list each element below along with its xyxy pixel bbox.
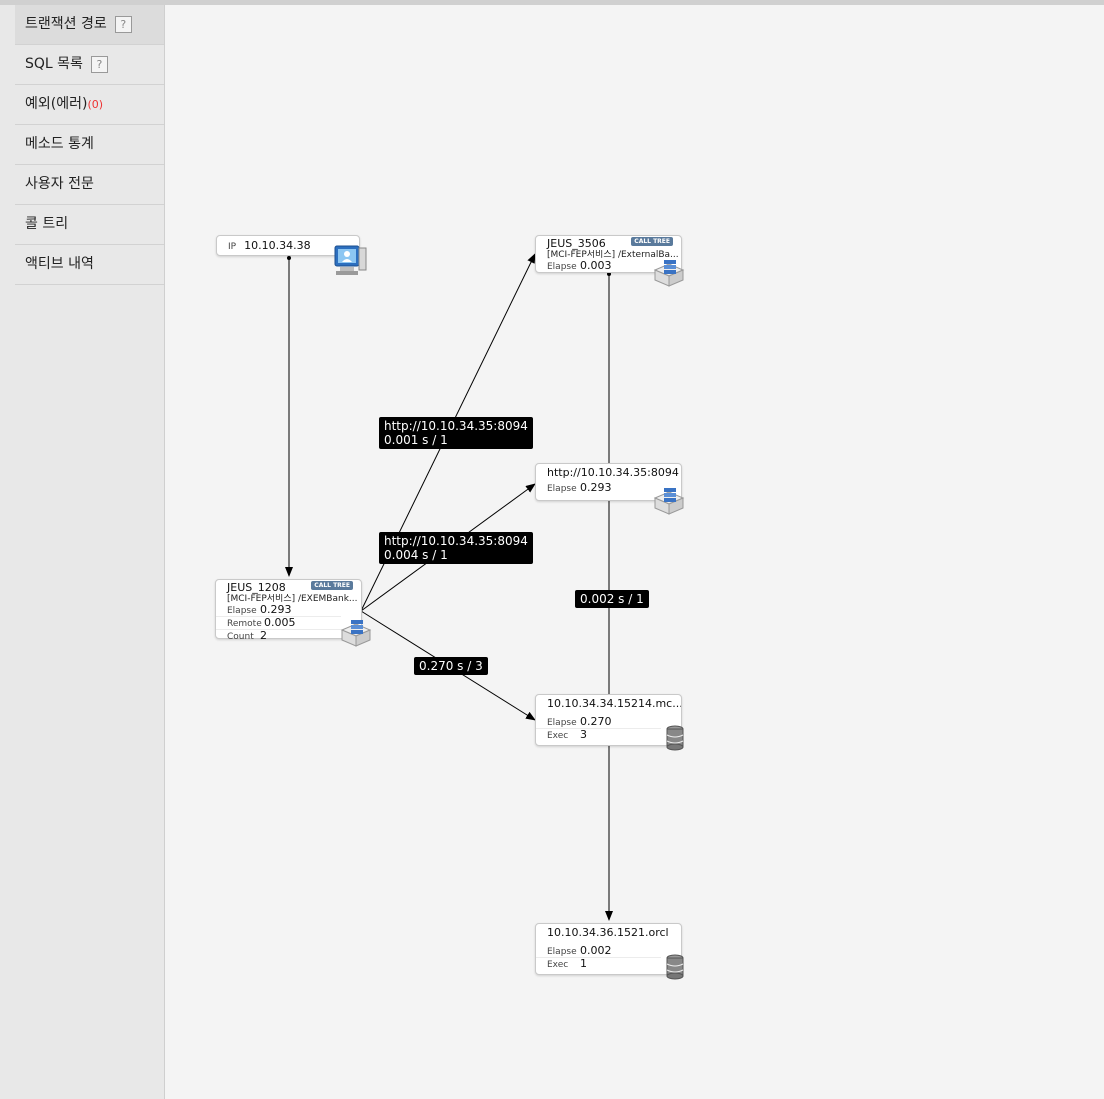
sidebar-item-label: 액티브 내역 [25,256,94,272]
elapse-value: 0.293 [580,481,612,494]
database-icon [666,725,684,751]
sidebar-item-label: 콜 트리 [25,216,69,232]
count-value: 2 [260,629,267,642]
edge-label-time: 0.001 s / 1 [384,433,448,447]
jeus-1208-node[interactable]: JEUS_1208 CALL TREE [MCI-FEP서비스] /EXEMBa… [215,579,372,647]
remote-value: 0.005 [264,616,296,629]
sidebar-item-transaction-path[interactable]: 트랜잭션 경로? [15,5,164,45]
count-row: Count 2 [216,629,341,643]
sidebar: 트랜잭션 경로? SQL 목록? 예외(에러)(0) 메소드 통계 사용자 전문… [0,5,165,1099]
server-box-icon [340,620,372,647]
sidebar-item-call-tree[interactable]: 콜 트리 [15,205,164,245]
edge-label-db1: 0.270 s / 3 [414,657,488,675]
user-computer-icon [334,245,367,275]
count-key: Count [227,632,254,642]
sidebar-item-exceptions[interactable]: 예외(에러)(0) [15,85,164,125]
sidebar-menu: 트랜잭션 경로? SQL 목록? 예외(에러)(0) 메소드 통계 사용자 전문… [15,5,164,285]
help-icon[interactable]: ? [114,15,132,33]
jeus-3506-node[interactable]: JEUS_3506 CALL TREE [MCI-FEP서비스] /Extern… [535,235,685,287]
edge-label-url: http://10.10.34.35:8094 [384,419,528,433]
exec-row: Exec 1 [536,957,661,971]
sidebar-item-label: SQL 목록 [25,56,83,72]
edge-label-time: 0.004 s / 1 [384,548,448,562]
call-tree-badge[interactable]: CALL TREE [311,581,353,590]
elapse-value: 0.002 [580,944,612,957]
sidebar-item-label: 예외(에러) [25,96,88,112]
node-title: JEUS_1208 [227,581,286,594]
exec-value: 3 [580,728,587,741]
node-title: JEUS_3506 [547,237,606,250]
sidebar-item-label: 트랜잭션 경로 [25,16,107,32]
exec-value: 1 [580,957,587,970]
client-ip-node[interactable]: IP 10.10.34.38 [216,235,367,275]
remote-key: Remote [227,619,262,629]
edge-ip-start-dot [287,256,291,260]
elapse-key: Elapse [547,947,577,957]
sidebar-item-active-history[interactable]: 액티브 내역 [15,245,164,285]
server-box-icon [653,260,685,287]
help-icon[interactable]: ? [90,55,108,73]
sidebar-item-label: 메소드 통계 [25,136,94,152]
node-title: 10.10.34.34.15214.mc... [547,697,681,710]
ip-key: IP [228,242,237,252]
ip-value: 10.10.34.38 [244,239,311,252]
node-title: http://10.10.34.35:8094 [547,466,679,479]
call-tree-badge[interactable]: CALL TREE [631,237,673,246]
elapse-key: Elapse [227,606,257,616]
elapse-value: 0.293 [260,603,292,616]
sidebar-item-sql-list[interactable]: SQL 목록? [15,45,164,85]
exec-key: Exec [547,960,569,970]
edge-label-db2: 0.002 s / 1 [575,590,649,608]
edge-jeus3506-start-dot [607,272,611,276]
elapse-key: Elapse [547,484,577,494]
sidebar-item-user-message[interactable]: 사용자 전문 [15,165,164,205]
server-box-icon [653,488,685,515]
node-title: 10.10.34.36.1521.orcl [547,926,669,939]
edge-label-url: http://10.10.34.35:8094 [384,534,528,548]
node-service: [MCI-FEP서비스] /ExternalBa... [547,250,679,260]
elapse-key: Elapse [547,718,577,728]
elapse-value: 0.270 [580,715,612,728]
database-icon [666,954,684,980]
elapse-key: Elapse [547,262,577,272]
exec-row: Exec 3 [536,728,661,742]
transaction-path-canvas[interactable]: IP 10.10.34.38 JEUS_1208 CALL TREE [MCI-F… [165,5,1104,1099]
top-border [0,0,1104,5]
exec-key: Exec [547,731,569,741]
sidebar-item-method-stats[interactable]: 메소드 통계 [15,125,164,165]
node-service: [MCI-FEP서비스] /EXEMBank... [227,594,358,604]
elapse-value: 0.003 [580,259,612,272]
error-count: (0) [87,98,104,111]
sidebar-item-label: 사용자 전문 [25,176,94,192]
